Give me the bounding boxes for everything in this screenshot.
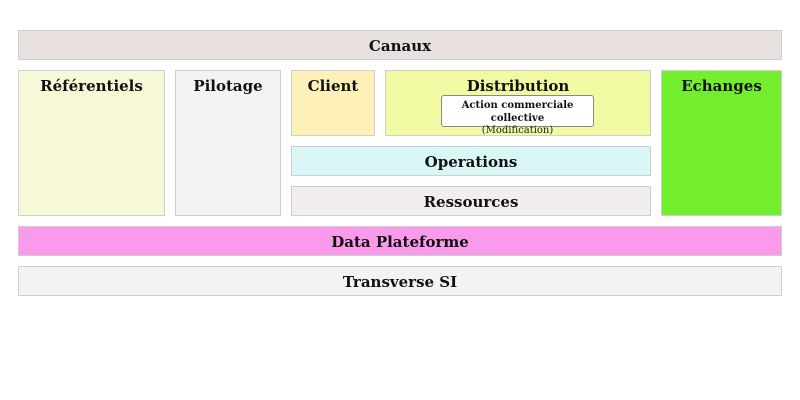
client-label: Client bbox=[307, 77, 359, 95]
action-commerciale-collective-label: Action commerciale collective bbox=[461, 100, 574, 124]
distribution-block: Distribution Action commerciale collecti… bbox=[385, 70, 651, 136]
action-commerciale-collective-box[interactable]: Action commerciale collective (Modificat… bbox=[441, 95, 594, 136]
data-plateforme-label: Data Plateforme bbox=[331, 233, 469, 251]
operations-block: Operations bbox=[291, 146, 651, 176]
distribution-label: Distribution bbox=[466, 77, 570, 95]
canaux-label: Canaux bbox=[368, 37, 432, 55]
echanges-block: Echanges bbox=[661, 70, 782, 216]
pilotage-block: Pilotage bbox=[175, 70, 281, 216]
ressources-label: Ressources bbox=[423, 193, 519, 211]
transverse-si-label: Transverse SI bbox=[342, 273, 458, 291]
referentiels-block: Référentiels bbox=[18, 70, 165, 216]
transverse-si-block: Transverse SI bbox=[18, 266, 782, 296]
canaux-block: Canaux bbox=[18, 30, 782, 60]
pilotage-label: Pilotage bbox=[193, 77, 263, 95]
modification-note: (Modification) bbox=[481, 125, 554, 136]
operations-label: Operations bbox=[424, 153, 518, 171]
data-plateforme-block: Data Plateforme bbox=[18, 226, 782, 256]
echanges-label: Echanges bbox=[681, 77, 762, 95]
referentiels-label: Référentiels bbox=[40, 77, 143, 95]
ressources-block: Ressources bbox=[291, 186, 651, 216]
client-block: Client bbox=[291, 70, 375, 136]
